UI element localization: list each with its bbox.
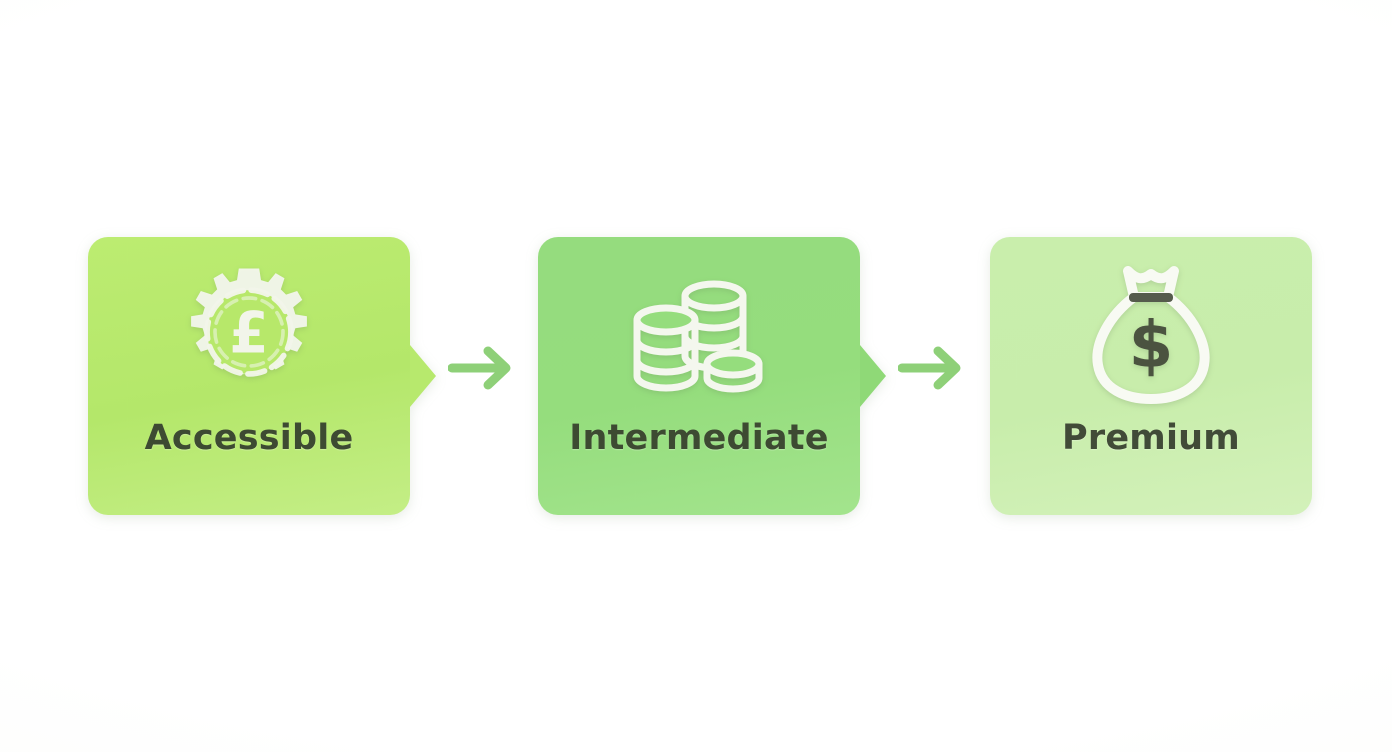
money-bag-dollar-icon: $	[1071, 257, 1231, 407]
coin-stack-icon	[619, 257, 779, 407]
tier-card-accessible[interactable]: £ Accessible	[88, 237, 436, 515]
tier-card-intermediate[interactable]: Intermediate	[538, 237, 886, 515]
arrow-intermediate-to-premium	[898, 344, 970, 392]
bag-tie-band	[1129, 293, 1173, 302]
dollar-symbol-glyph: $	[1129, 309, 1174, 383]
arrow-accessible-to-intermediate	[448, 344, 520, 392]
card-pointer-tab	[410, 345, 436, 407]
gear-pound-icon: £	[169, 257, 329, 407]
tier-card-premium[interactable]: $ Premium	[990, 237, 1312, 515]
tier-label-premium: Premium	[1062, 418, 1240, 458]
card-pointer-tab	[860, 345, 886, 407]
tier-label-accessible: Accessible	[144, 418, 354, 458]
pound-symbol-glyph: £	[229, 300, 268, 366]
tier-label-intermediate: Intermediate	[569, 418, 829, 458]
